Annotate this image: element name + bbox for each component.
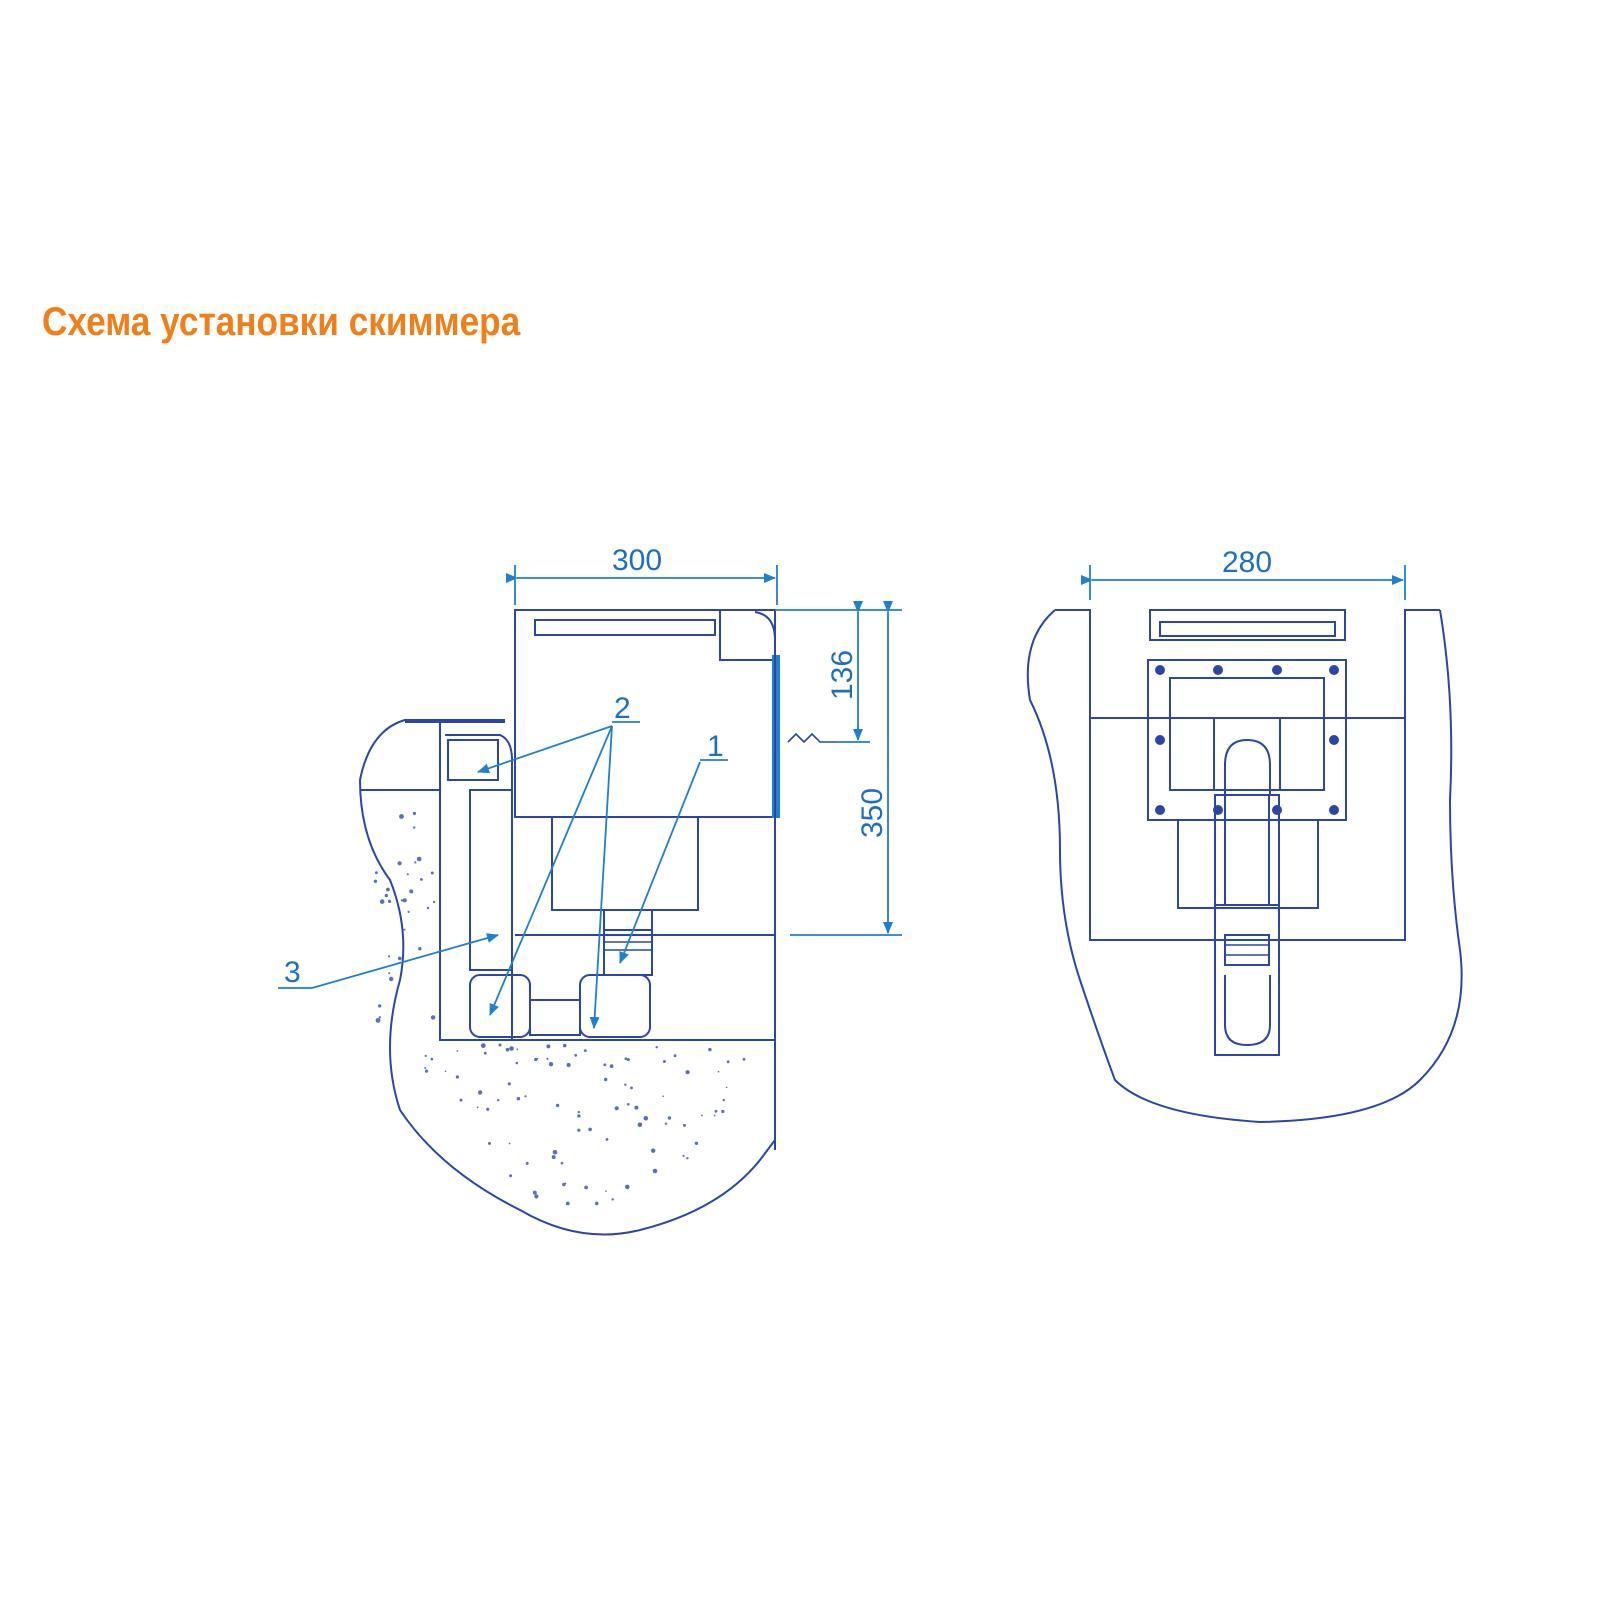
svg-text:1: 1	[707, 730, 724, 763]
soil-outline	[1026, 609, 1463, 1124]
callout-1: 1	[619, 730, 728, 964]
side-view: 300 136 350 2 1 3	[278, 544, 902, 1236]
dim-upper-136: 136	[826, 650, 859, 700]
concrete-stipple	[373, 811, 746, 1206]
dim-total-350: 350	[856, 788, 889, 838]
pipework	[445, 734, 653, 1040]
dim-width-300: 300	[612, 544, 662, 577]
dim-width-280: 280	[1222, 546, 1272, 579]
page-title: Схема установки скиммера	[42, 300, 521, 344]
front-view: 280	[1026, 546, 1463, 1124]
callout-3: 3	[278, 933, 499, 989]
svg-text:2: 2	[614, 692, 631, 725]
concrete-outline	[358, 719, 776, 1236]
svg-text:3: 3	[284, 956, 301, 989]
skimmer-body	[514, 609, 776, 818]
callout-2: 2	[477, 692, 640, 1029]
